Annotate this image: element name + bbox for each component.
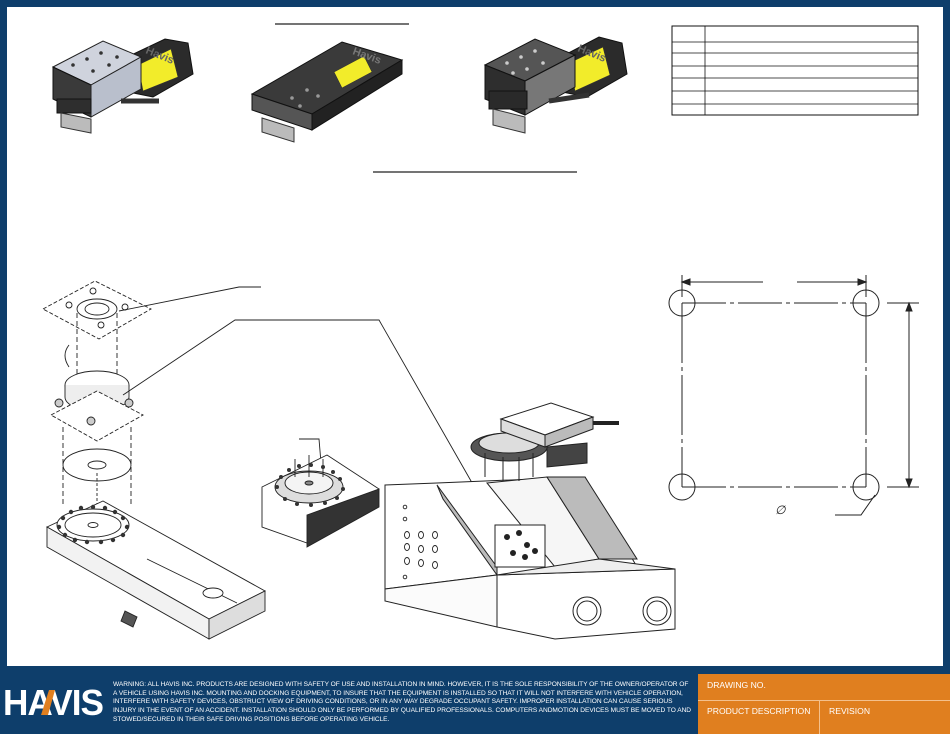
- exploded-pedestal-assembly: [42, 280, 266, 640]
- product-description-label: PRODUCT DESCRIPTION: [707, 706, 811, 716]
- safety-warning-text: WARNING: ALL HAVIS INC. PRODUCTS ARE DES…: [113, 681, 691, 723]
- detail-inset: [261, 454, 380, 548]
- drawing-number-label: DRAWING NO.: [707, 680, 766, 690]
- base-teeth: [56, 504, 130, 545]
- revision-table: [671, 25, 919, 116]
- console-box: [384, 476, 676, 640]
- logo-orange-stripe: [41, 690, 55, 715]
- cradle-view-2: Havis: [250, 41, 404, 143]
- title-block: DRAWING NO. PRODUCT DESCRIPTION REVISION: [698, 674, 950, 734]
- drawing-sheet: Havis Havis Havis: [7, 7, 943, 666]
- revision-label: REVISION: [829, 706, 871, 716]
- havis-logo: HAVIS: [3, 682, 104, 722]
- cradle-view-3: Havis: [483, 36, 628, 134]
- leader-line-1: [118, 286, 261, 312]
- havis-logo-text: HAVIS: [3, 682, 103, 722]
- cradle-view-1: Havis: [51, 38, 194, 134]
- console-holes: [402, 504, 438, 580]
- detail-inset-teeth: [275, 463, 345, 507]
- leader-line-2: [122, 319, 480, 496]
- title-block-divider: [698, 700, 950, 701]
- mounted-pedestal: [470, 402, 619, 481]
- console-mount-plate: [504, 530, 538, 560]
- hole-pattern-diagram: [668, 275, 919, 516]
- diameter-symbol: ∅: [775, 503, 786, 517]
- title-block-vdivider: [819, 701, 820, 734]
- leader-line-3: [299, 438, 322, 464]
